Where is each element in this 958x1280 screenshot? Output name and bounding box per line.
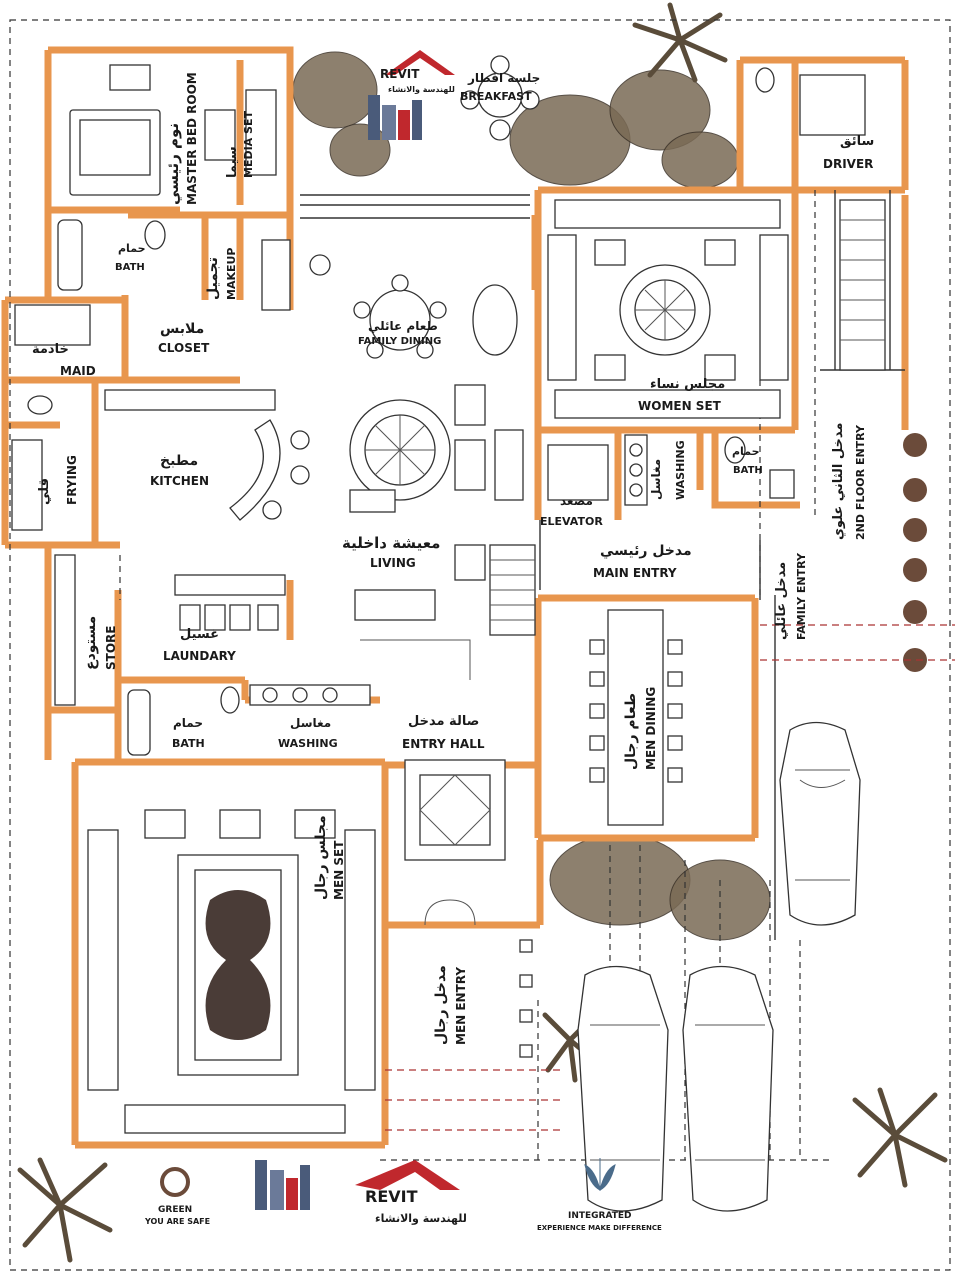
label-maid-ar: خادمة	[32, 342, 69, 357]
integrated-name: INTEGRATED	[568, 1211, 632, 1221]
label-living-ar: معيشة داخلية	[342, 534, 440, 552]
label-second-floor-entry-ar: مدخل الثاني علوي	[831, 423, 846, 540]
label-store-en: STORE	[104, 626, 118, 670]
label-maid-en: MAID	[60, 364, 96, 378]
building-logo-bottom	[255, 1160, 310, 1210]
green-tagline: YOU ARE SAFE	[144, 1217, 210, 1226]
label-family-dining-en: FAMILY DINING	[358, 336, 441, 347]
label-bath-right-en: BATH	[733, 465, 763, 476]
green-logo: GREEN YOU ARE SAFE	[144, 1167, 210, 1226]
label-family-entry-ar: مدخل عائلي	[774, 562, 789, 640]
label-media-ar: سيما	[225, 146, 240, 178]
integrated-logo: INTEGRATED EXPERIENCE MAKE DIFFERENCE	[537, 1158, 662, 1232]
label-men-dining-ar: طعام رجال	[623, 693, 639, 770]
label-driver-en: DRIVER	[823, 157, 873, 171]
label-master-bed-ar: نوم رئيسي	[164, 123, 182, 205]
label-family-dining-ar: طعام عائلي	[368, 319, 438, 334]
thin-lines	[300, 190, 905, 940]
tree-top-center	[509, 69, 739, 189]
label-master-bed-en: MASTER BED ROOM	[185, 72, 199, 205]
label-washing-left-en: WASHING	[278, 737, 338, 750]
label-men-entry-en: MEN ENTRY	[454, 967, 468, 1045]
label-breakfast-ar: جلسة افطار	[467, 71, 540, 85]
building-logo-top	[368, 95, 422, 140]
label-elevator-ar: مصعد	[560, 494, 593, 508]
label-frying-en: FRYING	[65, 455, 79, 505]
label-driver-ar: سائق	[840, 134, 874, 149]
label-bath-master-ar: حمام	[118, 242, 146, 255]
label-men-entry-ar: مدخل رجال	[433, 965, 449, 1045]
palm-top-right	[632, 2, 728, 83]
label-breakfast-en: BREAKFAST	[460, 90, 532, 103]
label-main-entry-en: MAIN ENTRY	[593, 566, 677, 580]
label-bath-right-ar: حمام	[732, 445, 760, 458]
palm-bottom-left	[17, 1157, 113, 1263]
label-men-set-en: MEN SET	[332, 840, 346, 900]
label-closet-en: CLOSET	[158, 341, 210, 355]
revit-top-name: REVIT	[380, 67, 420, 81]
integrated-tagline: EXPERIENCE MAKE DIFFERENCE	[537, 1224, 662, 1232]
label-laundry-ar: غسيل	[180, 627, 219, 642]
label-media-en: MEDIA SET	[242, 111, 255, 178]
label-kitchen-ar: مطبخ	[160, 453, 198, 469]
revit-top-ar: للهندسة والانشاء	[388, 85, 455, 94]
cars	[577, 721, 861, 1212]
room-labels: نوم رئيسي MASTER BED ROOM سيما MEDIA SET…	[32, 71, 874, 1045]
label-women-set-en: WOMEN SET	[638, 399, 722, 413]
label-main-entry-ar: مدخل رئيسي	[600, 543, 692, 559]
label-men-set-ar: مجلس رجال	[313, 815, 329, 900]
car-bottom-left	[577, 965, 669, 1212]
revit-bottom-ar: للهندسة والانشاء	[375, 1212, 467, 1225]
label-washing-right-en: WASHING	[674, 440, 687, 500]
label-entry-hall-ar: صالة مدخل	[408, 714, 479, 729]
label-closet-ar: ملابس	[160, 321, 204, 337]
revit-bottom-name: REVIT	[365, 1187, 418, 1206]
tree-parking	[549, 834, 771, 941]
label-frying-ar: قلي	[37, 478, 52, 505]
label-kitchen-en: KITCHEN	[150, 474, 209, 488]
car-bottom-right	[682, 965, 774, 1212]
label-living-en: LIVING	[370, 556, 416, 570]
furniture	[11, 55, 886, 1134]
label-entry-hall-en: ENTRY HALL	[402, 737, 485, 751]
hedge-right	[903, 433, 927, 672]
label-makeup-en: MAKEUP	[225, 248, 238, 301]
palm-bottom-right	[852, 1087, 948, 1188]
car-right	[779, 721, 861, 926]
label-washing-right-ar: مغاسل	[649, 459, 663, 500]
label-women-set-ar: مجلس نساء	[650, 377, 725, 392]
label-second-floor-entry-en: 2ND FLOOR ENTRY	[854, 424, 867, 540]
green-name: GREEN	[158, 1205, 192, 1215]
label-bath-laundry-en: BATH	[172, 737, 205, 750]
label-elevator-en: ELEVATOR	[540, 515, 603, 528]
label-makeup-ar: تجميل	[205, 257, 221, 300]
label-family-entry-en: FAMILY ENTRY	[795, 552, 808, 640]
label-bath-laundry-ar: حمام	[173, 716, 203, 731]
revit-logo-bottom: REVIT للهندسة والانشاء	[355, 1160, 467, 1225]
label-bath-master-en: BATH	[115, 262, 145, 273]
label-men-dining-en: MEN DINING	[644, 687, 658, 770]
revit-logo-top: REVIT للهندسة والانشاء	[380, 50, 455, 94]
label-store-ar: مستودع	[83, 616, 99, 670]
label-washing-left-ar: مغاسل	[290, 716, 331, 730]
label-laundry-en: LAUNDARY	[163, 649, 236, 663]
